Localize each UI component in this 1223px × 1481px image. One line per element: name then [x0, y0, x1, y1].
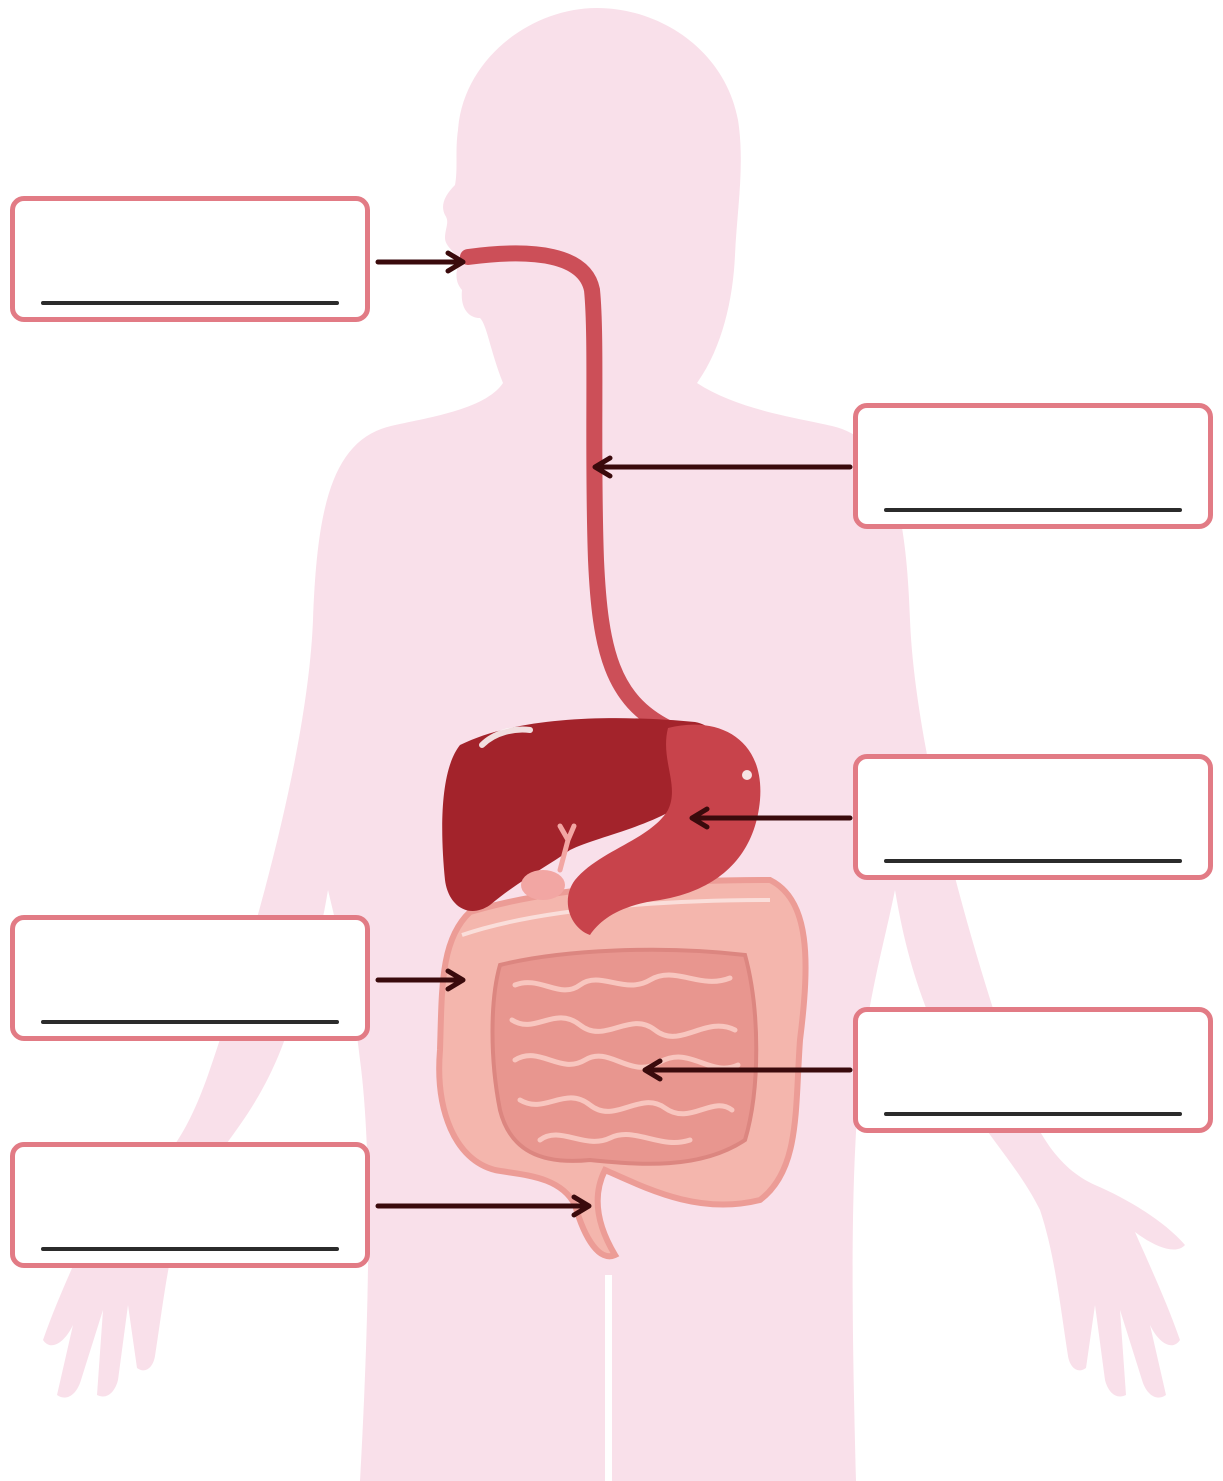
answer-line [41, 301, 339, 305]
label-box-rectum[interactable] [10, 1142, 370, 1268]
label-box-mouth[interactable] [10, 196, 370, 322]
answer-line [884, 859, 1182, 863]
label-box-small-intestine[interactable] [853, 1007, 1213, 1133]
label-box-stomach[interactable] [853, 754, 1213, 880]
small-intestine [493, 950, 757, 1164]
answer-line [884, 508, 1182, 512]
answer-line [884, 1112, 1182, 1116]
label-box-large-intestine[interactable] [10, 915, 370, 1041]
label-box-esophagus[interactable] [853, 403, 1213, 529]
answer-line [41, 1020, 339, 1024]
answer-line [41, 1247, 339, 1251]
